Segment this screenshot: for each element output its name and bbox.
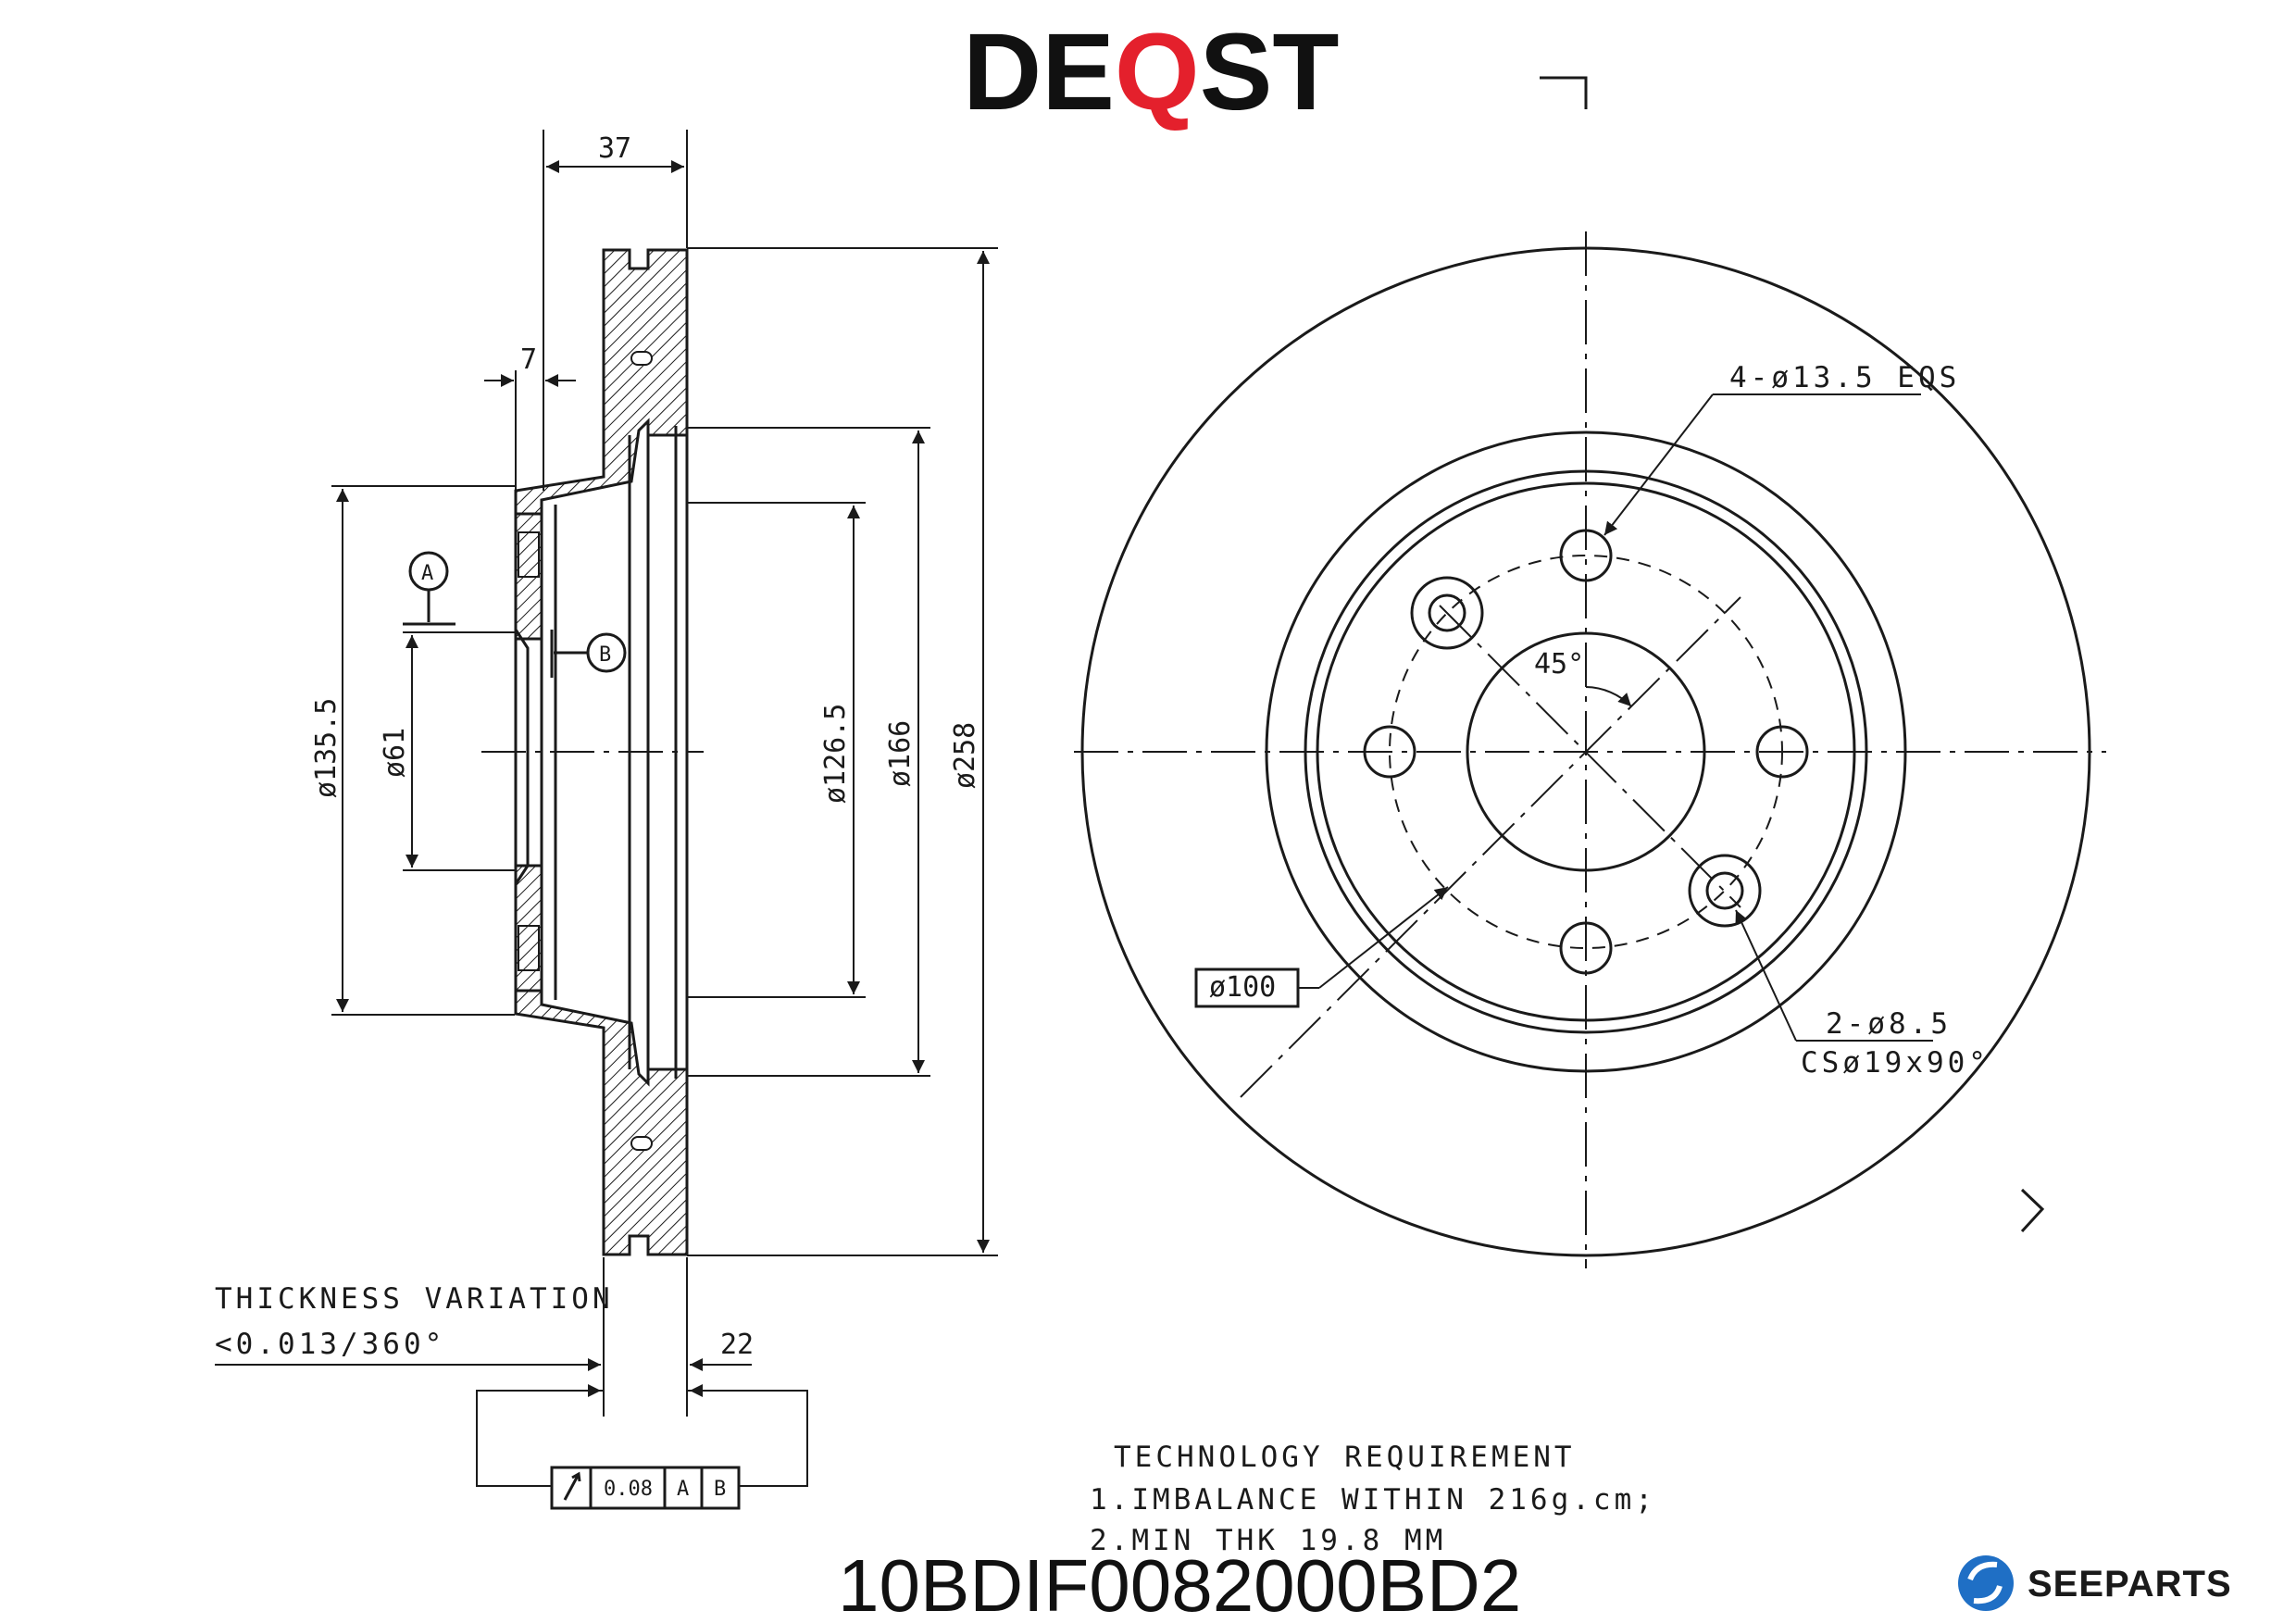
dim-thickness-22: 22 <box>555 1257 754 1417</box>
bolt-hole-left <box>1363 725 1416 779</box>
seeparts-wordmark: SEEPARTS <box>2028 1564 2232 1604</box>
brand-accent-letter: Q <box>1115 11 1200 133</box>
dim-width-37-label: 37 <box>598 132 631 165</box>
screw-hole-countersink-upper <box>1410 576 1484 650</box>
dim-d126-5: ø126.5 <box>687 502 866 998</box>
corner-mark-bottom-icon <box>2020 1188 2045 1233</box>
tolerance-frame: 0.08 A B <box>550 1466 741 1510</box>
tolerance-datum-a: A <box>677 1478 689 1501</box>
screw-hole-callout-line2: CSø19x90° <box>1801 1046 1990 1080</box>
screw-hole-callout-line1: 2-ø8.5 <box>1826 1007 1952 1041</box>
part-number: 10BDIF0082000BD2 <box>838 1544 1521 1623</box>
screw-hole-upper <box>1428 593 1466 632</box>
angle-45-label: 45° <box>1534 648 1584 680</box>
thickness-variation-value: <0.013/360° <box>215 1328 445 1361</box>
dim-d258-label: ø258 <box>949 722 981 789</box>
screw-hole-callout: 2-ø8.5 CSø19x90° <box>1735 909 1990 1080</box>
thickness-variation-title: THICKNESS VARIATION <box>215 1282 614 1316</box>
tolerance-leaders <box>476 1384 808 1487</box>
tolerance-datum-b: B <box>714 1478 726 1501</box>
bolt-hole-callout-label: 4-ø13.5 EQS <box>1729 361 1960 394</box>
dim-d135-5: ø135.5 <box>310 485 515 1016</box>
screw-hole-countersink-lower <box>1688 854 1762 928</box>
tech-requirement-title: TECHNOLOGY REQUIREMENT <box>1114 1441 1576 1474</box>
seeparts-watermark: SEEPARTS <box>1958 1555 2232 1611</box>
dim-d135-5-label: ø135.5 <box>310 698 343 798</box>
brand-part3: ST <box>1200 11 1340 133</box>
datum-a: A <box>403 551 455 626</box>
tech-requirement-line2: 2.MIN THK 19.8 MM <box>1090 1524 1446 1557</box>
tech-requirement-line1: 1.IMBALANCE WITHIN 216g.cm; <box>1090 1483 1656 1517</box>
bolt-hole-bottom <box>1559 921 1613 975</box>
dim-d166-label: ø166 <box>884 720 917 787</box>
bolt-hole-top <box>1559 529 1613 582</box>
seeparts-logo-icon <box>1958 1555 2014 1611</box>
dim-d258: ø258 <box>687 247 998 1256</box>
pcd-callout: ø100 <box>1194 886 1449 1008</box>
bolt-hole-right <box>1755 725 1809 779</box>
thickness-variation-note: THICKNESS VARIATION <0.013/360° <box>215 1282 614 1366</box>
dim-width-37: 37 <box>543 130 688 491</box>
front-view: 45° <box>1074 231 2106 1268</box>
bolt-hole-callout: 4-ø13.5 EQS <box>1603 361 1960 536</box>
screw-hole-lower <box>1705 871 1744 910</box>
brand-part1: DE <box>963 11 1115 133</box>
dim-offset-7: 7 <box>484 343 576 512</box>
tolerance-value: 0.08 <box>604 1478 653 1501</box>
dim-d61-label: ø61 <box>379 728 411 778</box>
dim-offset-7-label: 7 <box>520 343 537 376</box>
technology-requirement: TECHNOLOGY REQUIREMENT 1.IMBALANCE WITHI… <box>1090 1441 1656 1557</box>
pcd-callout-label: ø100 <box>1209 971 1276 1004</box>
dim-d61: ø61 <box>379 631 515 871</box>
brand-logo: DEQST <box>963 11 1340 133</box>
runout-icon <box>563 1471 581 1501</box>
section-view <box>481 248 704 1256</box>
svg-text:DEQST: DEQST <box>963 11 1340 133</box>
dim-d126-5-label: ø126.5 <box>819 704 852 804</box>
datum-b: B <box>550 630 627 678</box>
datum-a-label: A <box>421 562 433 585</box>
dim-d166: ø166 <box>687 427 930 1077</box>
corner-mark-top-icon <box>1540 76 1588 109</box>
datum-b-label: B <box>599 643 611 667</box>
dim-thickness-22-label: 22 <box>720 1329 754 1361</box>
